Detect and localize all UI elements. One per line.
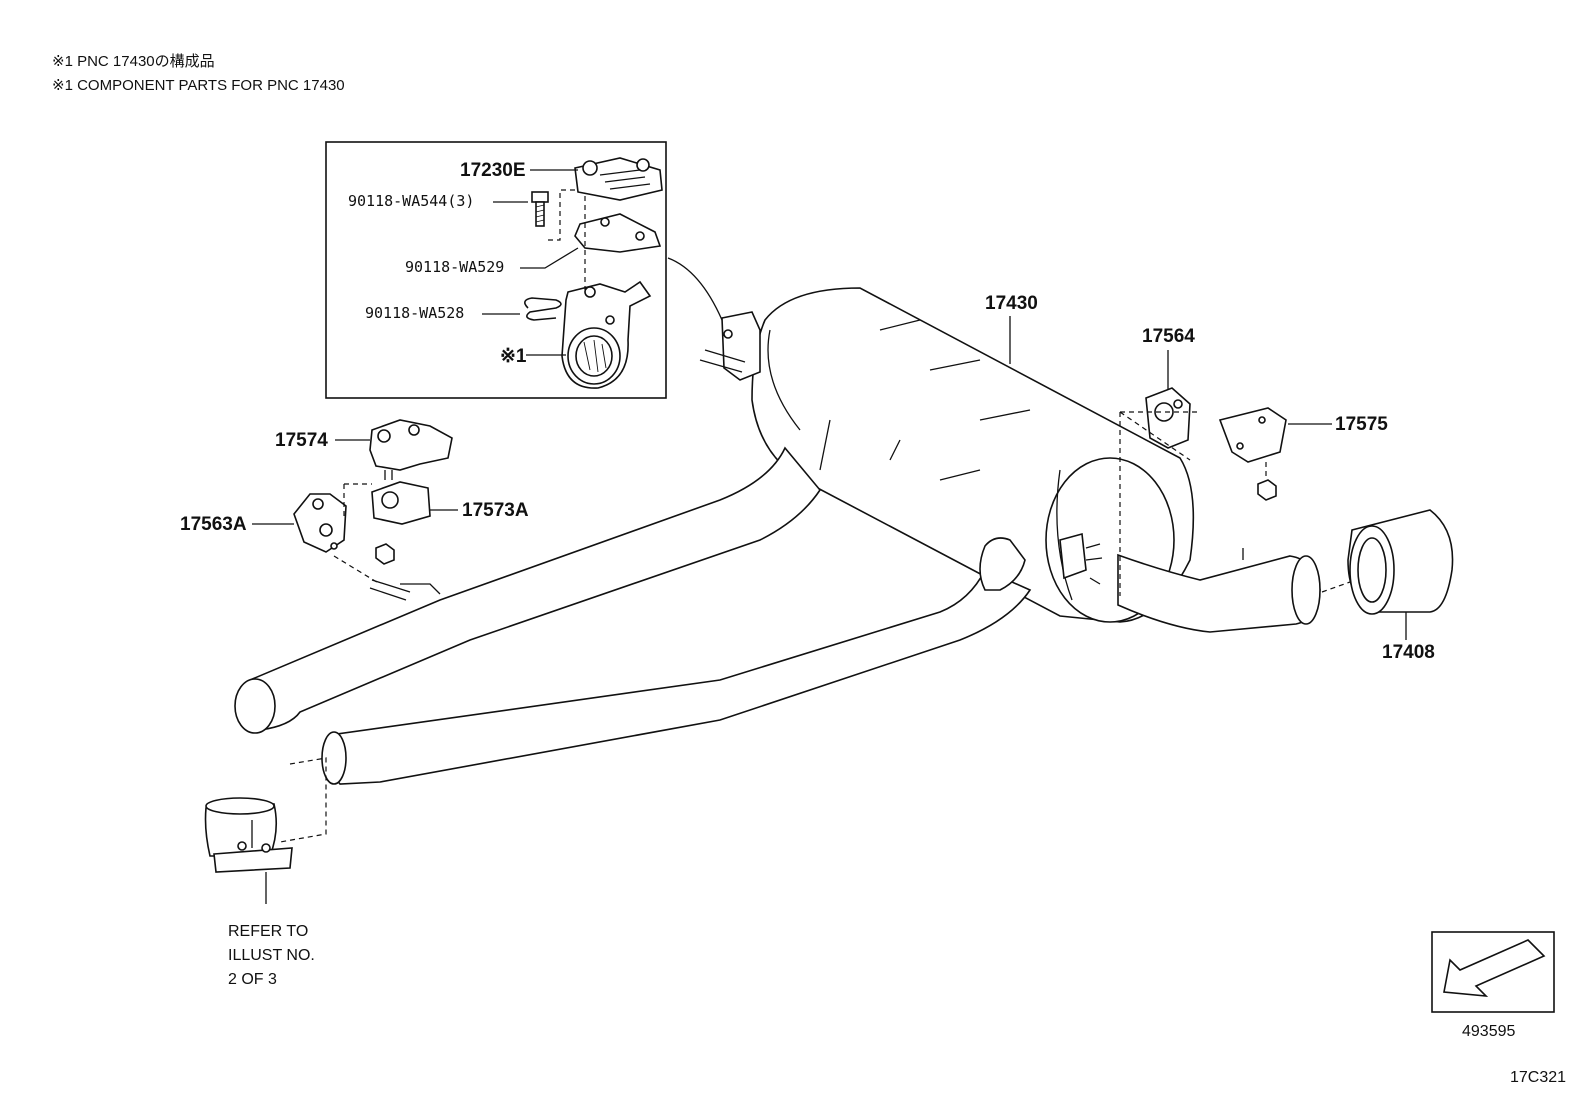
label-90118-WA544[interactable]: 90118-WA544(3) — [348, 192, 474, 210]
part-front-pipe-lower — [321, 568, 1032, 785]
label-90118-WA528[interactable]: 90118-WA528 — [365, 304, 464, 322]
illust-code: 17C321 — [1510, 1069, 1566, 1086]
label-ref1[interactable]: ※1 — [500, 346, 527, 367]
part-17408-tail-tip[interactable] — [1347, 509, 1454, 615]
label-17574[interactable]: 17574 — [275, 430, 328, 451]
label-17575[interactable]: 17575 — [1335, 414, 1388, 435]
label-17563A[interactable]: 17563A — [180, 514, 247, 535]
part-17230E-actuator[interactable] — [574, 157, 663, 201]
refer-line-3: 2 OF 3 — [228, 971, 277, 988]
part-tail-pipe — [1117, 548, 1321, 633]
label-90118-WA529[interactable]: 90118-WA529 — [405, 258, 504, 276]
refer-line-1: REFER TO — [228, 923, 308, 940]
part-90118-WA529-bracket[interactable] — [574, 213, 662, 253]
nut-17563A — [375, 543, 395, 565]
label-17430[interactable]: 17430 — [985, 293, 1038, 314]
part-pipe-clamp — [204, 797, 293, 873]
direction-arrow-icon — [1443, 939, 1546, 998]
label-17573A[interactable]: 17573A — [462, 500, 529, 521]
nut-17575 — [1257, 479, 1277, 501]
part-front-pipe-upper — [234, 446, 821, 734]
part-90118-WA528-clip[interactable] — [524, 297, 562, 321]
part-valve-body-ref1[interactable] — [561, 280, 652, 389]
label-17230E[interactable]: 17230E — [460, 160, 526, 181]
part-17575-bracket[interactable] — [1218, 407, 1287, 463]
component-inset-box — [325, 141, 667, 399]
part-17574-hanger[interactable] — [369, 419, 453, 480]
label-17564[interactable]: 17564 — [1142, 326, 1195, 347]
label-17408[interactable]: 17408 — [1382, 642, 1435, 663]
refer-line-2: ILLUST NO. — [228, 947, 315, 964]
note-line-2: ※1 COMPONENT PARTS FOR PNC 17430 — [52, 77, 345, 94]
part-17563A-bracket[interactable] — [293, 493, 347, 553]
part-17573A-rubber[interactable] — [371, 481, 431, 525]
view-code: 493595 — [1462, 1023, 1515, 1040]
part-17564-hanger[interactable] — [1145, 387, 1191, 449]
view-direction-box — [1431, 931, 1555, 1013]
part-90118-WA544-bolt[interactable] — [531, 191, 549, 227]
note-line-1: ※1 PNC 17430の構成品 — [52, 53, 215, 70]
